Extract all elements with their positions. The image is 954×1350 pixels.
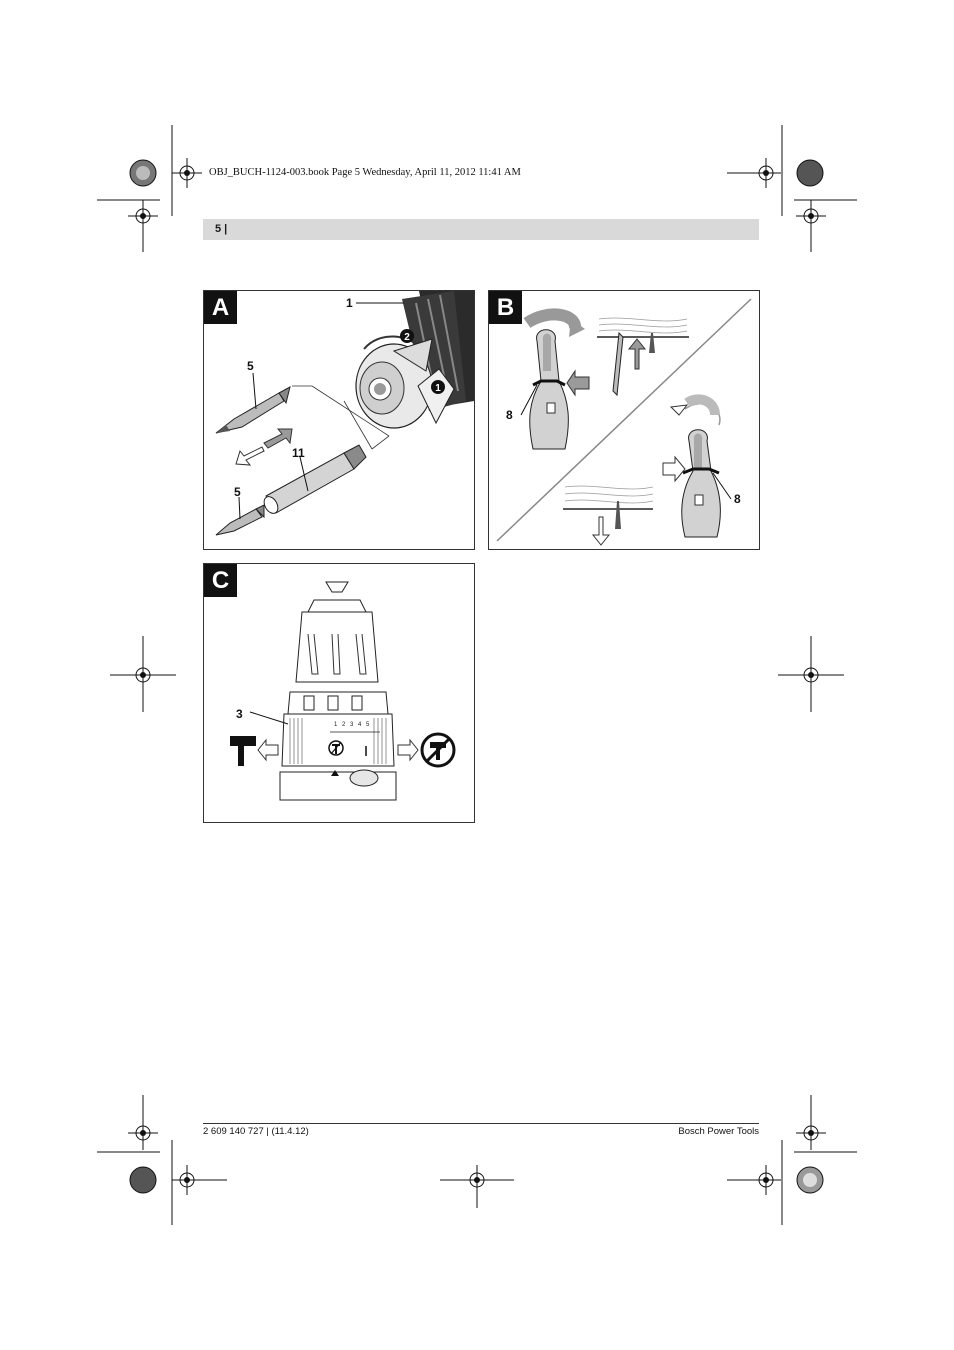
svg-text:4: 4 xyxy=(358,722,362,728)
page-header-bar: 5 | xyxy=(203,219,759,240)
arrow-left-icon xyxy=(257,738,279,762)
wood-drilling-out xyxy=(563,485,654,546)
figure-b-label: B xyxy=(489,291,522,324)
footer-doc-number: 2 609 140 727 | (11.4.12) xyxy=(203,1126,309,1137)
step-2-label: 2 xyxy=(404,332,410,343)
no-hammer-icon xyxy=(420,732,456,768)
page-number: 5 | xyxy=(215,223,228,235)
svg-text:5: 5 xyxy=(366,722,370,728)
hammer-icon xyxy=(230,736,256,766)
footer-brand: Bosch Power Tools xyxy=(678,1126,759,1137)
callout-8-left: 8 xyxy=(506,408,513,422)
step-1-label: 1 xyxy=(435,383,441,394)
arrow-right-icon xyxy=(397,738,419,762)
callout-1: 1 xyxy=(346,296,353,310)
drill-handle-forward xyxy=(523,308,590,450)
figure-b-illustration: 8 8 xyxy=(496,298,752,546)
svg-text:1: 1 xyxy=(334,722,338,728)
callout-3: 3 xyxy=(236,707,243,721)
screwdriver-bit-top xyxy=(215,386,291,434)
callout-11: 11 xyxy=(292,446,305,460)
figure-c-label: C xyxy=(204,564,237,597)
footer-rule xyxy=(203,1123,759,1124)
figure-b: 8 8 xyxy=(488,290,760,550)
drill-chuck: 2 1 xyxy=(355,291,474,429)
print-header: OBJ_BUCH-1124-003.book Page 5 Wednesday,… xyxy=(209,167,521,178)
figure-a: 2 1 1 5 11 xyxy=(203,290,475,550)
callout-5-bottom: 5 xyxy=(234,485,241,499)
bit-holder xyxy=(263,444,367,514)
svg-text:2: 2 xyxy=(342,722,346,728)
callout-8-right: 8 xyxy=(734,492,741,506)
screwdriver-bit-bottom xyxy=(215,504,265,536)
figure-a-illustration: 2 1 1 5 11 xyxy=(215,291,474,536)
svg-text:3: 3 xyxy=(350,722,354,728)
drill-handle-reverse xyxy=(662,394,721,538)
figure-a-label: A xyxy=(204,291,237,324)
callout-5-top: 5 xyxy=(247,359,254,373)
wood-drilling-in xyxy=(597,317,689,397)
